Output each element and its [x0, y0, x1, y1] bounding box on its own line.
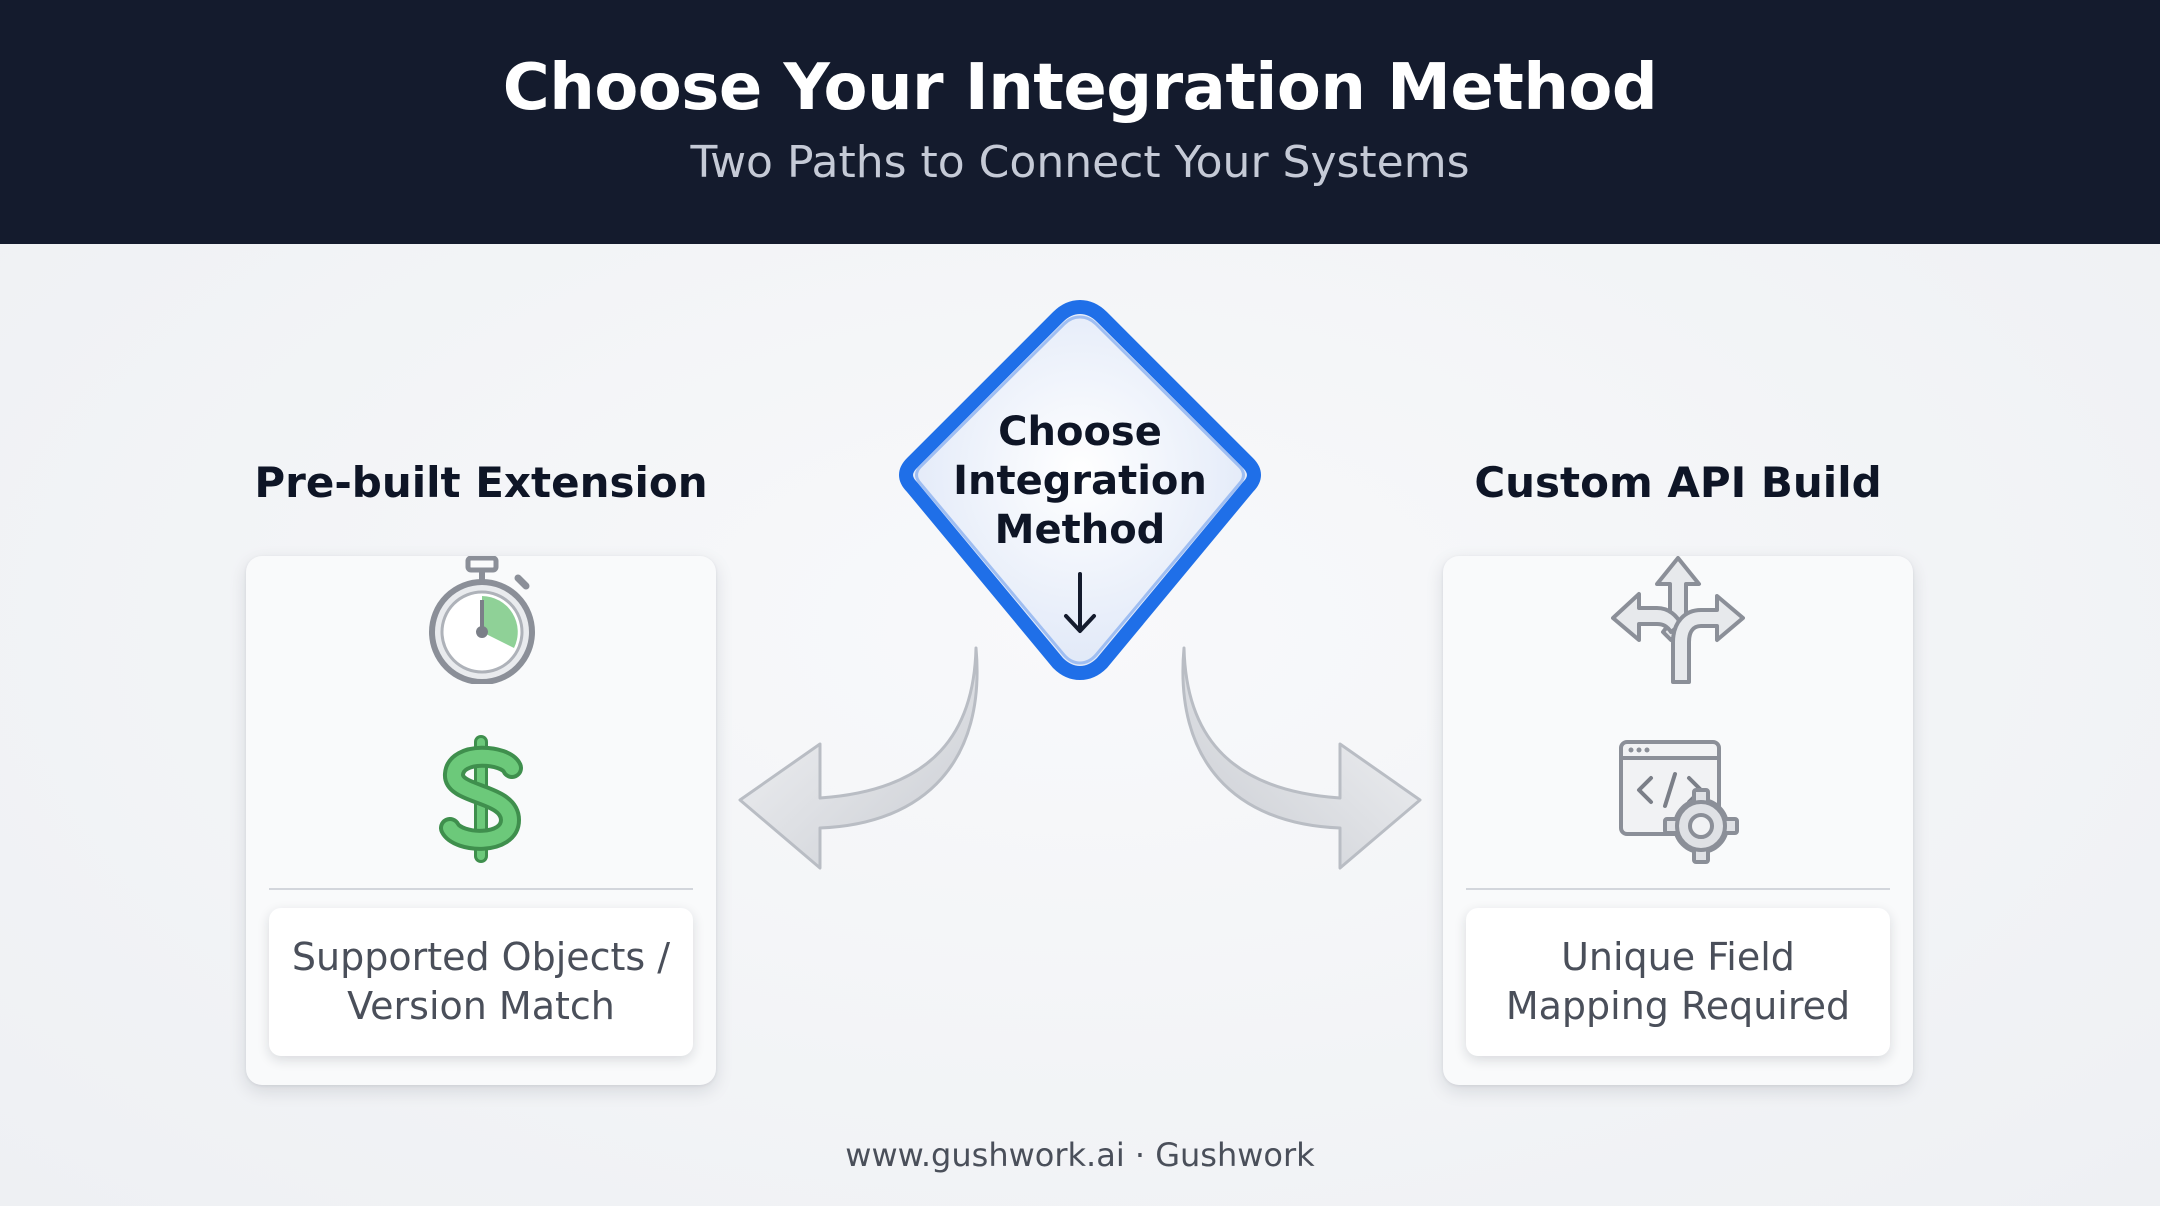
- left-option-note: Supported Objects / Version Match: [269, 908, 693, 1056]
- left-option-title: Pre-built Extension: [254, 458, 708, 507]
- right-option-card: Unique Field Mapping Required: [1443, 556, 1913, 1085]
- code-settings-icon: [1617, 738, 1741, 868]
- page-title: Choose Your Integration Method: [502, 51, 1658, 125]
- dollar-icon: [436, 734, 526, 868]
- footer-credit: www.gushwork.ai · Gushwork: [845, 1136, 1315, 1174]
- left-option-card: Supported Objects / Version Match: [246, 555, 716, 1085]
- right-option-title: Custom API Build: [1474, 458, 1882, 507]
- header-banner: Choose Your Integration Method Two Paths…: [0, 0, 2160, 244]
- right-option-note: Unique Field Mapping Required: [1466, 908, 1890, 1056]
- stopwatch-icon: [426, 555, 538, 688]
- split-path-icon: [1611, 556, 1745, 690]
- decision-diamond: [880, 293, 1280, 685]
- arrow-down-icon: [1060, 570, 1100, 640]
- card-divider: [269, 888, 693, 890]
- page-subtitle: Two Paths to Connect Your Systems: [690, 137, 1470, 188]
- decision-label: Choose Integration Method: [953, 409, 1207, 553]
- card-divider: [1466, 888, 1890, 890]
- curved-arrow-left-icon: [736, 640, 986, 884]
- curved-arrow-right-icon: [1174, 640, 1424, 884]
